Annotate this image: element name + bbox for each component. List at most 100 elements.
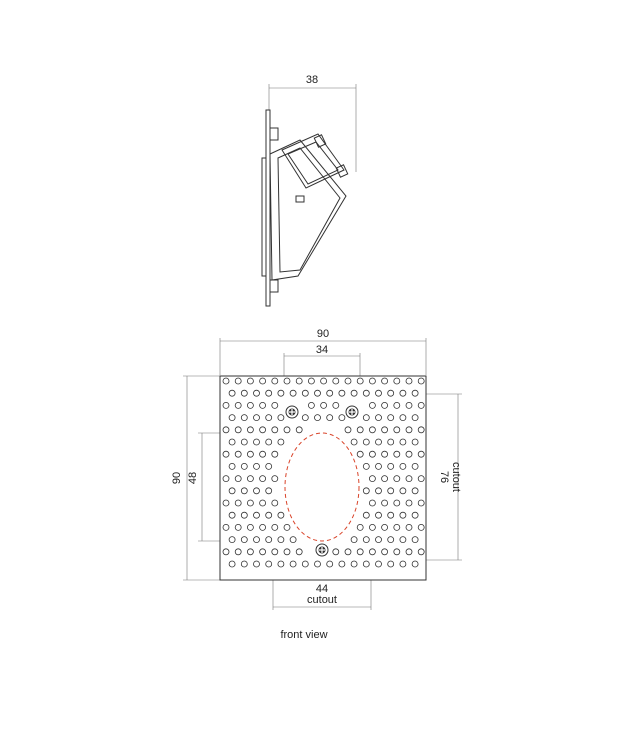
perforation-hole [362,414,370,422]
perforation-hole [375,487,382,495]
perforation-hole [253,560,260,568]
perforation-hole [350,536,358,543]
perforation-hole [356,548,364,556]
perforation-hole [228,536,236,543]
perforation-hole [265,487,273,495]
perforation-hole [240,560,248,568]
perforation-hole [246,450,254,458]
perforation-hole [417,475,425,483]
perforation-hole [362,511,370,519]
perforation-hole [271,450,279,458]
perforation-hole [283,548,291,556]
perforation-hole [246,377,254,385]
perforation-hole [387,389,395,397]
perforation-hole [411,414,419,422]
perforation-hole [417,426,425,434]
perforation-hole [259,499,267,507]
perforation-hole [277,511,285,519]
perforation-hole [375,462,382,470]
perforation-hole [411,536,419,543]
perforation-hole [368,475,376,483]
perforation-hole [344,377,352,385]
perforation-hole [295,548,303,556]
perforation-hole [405,450,413,458]
perforation-hole [222,401,230,409]
perforation-hole [375,414,382,422]
perforation-hole [234,450,242,458]
side-detail [295,195,305,203]
perforation-hole [234,401,242,409]
perforation-hole [417,548,425,556]
perforation-hole [411,487,419,495]
perforation-hole [393,499,401,507]
side-housing-inner [277,147,341,273]
perforation-hole [234,499,242,507]
perforation-hole [375,438,382,446]
perforation-hole [271,524,279,531]
perforation-hole [332,401,340,409]
perforation-hole [253,536,260,543]
perforation-hole [246,401,254,409]
perforation-hole [356,450,364,458]
perforation-hole [240,511,248,519]
perforation-hole [381,475,389,483]
perforation-hole [399,462,407,470]
perforation-hole [350,560,358,568]
perforation-hole [344,426,352,434]
perforation-hole [228,487,236,495]
perforation-hole [289,560,297,568]
perforation-hole [301,560,309,568]
perforation-hole [265,389,273,397]
perforation-hole [277,438,285,446]
perforation-hole [387,414,395,422]
perforation-hole [350,389,358,397]
perforation-hole [277,389,285,397]
perforation-hole [387,487,395,495]
perforation-hole [228,511,236,519]
perforation-hole [393,524,401,531]
cutout-width-sublabel: cutout [307,594,337,606]
perforation-hole [356,426,364,434]
side-bottom-screw [269,279,279,293]
perforation-hole [411,438,419,446]
perforation-hole [246,548,254,556]
perforation-hole [277,414,285,422]
perforation-hole [368,524,376,531]
perforation-hole [283,426,291,434]
perforation-hole [411,389,419,397]
side-knob-top [313,134,327,148]
perforation-hole [277,536,285,543]
perforation-hole [405,499,413,507]
perforation-hole [393,450,401,458]
inner-height-label: 48 [187,472,199,484]
perforation-hole [307,401,315,409]
perforation-hole [387,536,395,543]
perforation-hole [405,475,413,483]
cutout-outline [284,432,360,542]
perforation-hole [320,377,328,385]
perforation-hole [314,414,321,422]
perforation-hole [271,499,279,507]
perforation-hole [314,560,321,568]
perforation-hole [411,511,419,519]
perforation-hole [222,499,230,507]
perforation-hole [399,438,407,446]
perforation-hole [393,377,401,385]
perforation-hole [222,426,230,434]
perforation-hole [381,377,389,385]
perforation-hole [271,548,279,556]
perforation-hole [234,377,242,385]
perforation-hole [368,426,376,434]
side-knob-right [335,164,349,178]
perforation-hole [405,524,413,531]
perforation-hole [381,426,389,434]
perforation-hole [375,389,382,397]
perforation-hole [405,401,413,409]
side-width-label: 38 [306,74,318,86]
perforation-hole [253,389,260,397]
perforation-hole [265,438,273,446]
perforation-hole [326,389,334,397]
side-angled-housing [269,139,347,281]
perforation-hole [399,560,407,568]
